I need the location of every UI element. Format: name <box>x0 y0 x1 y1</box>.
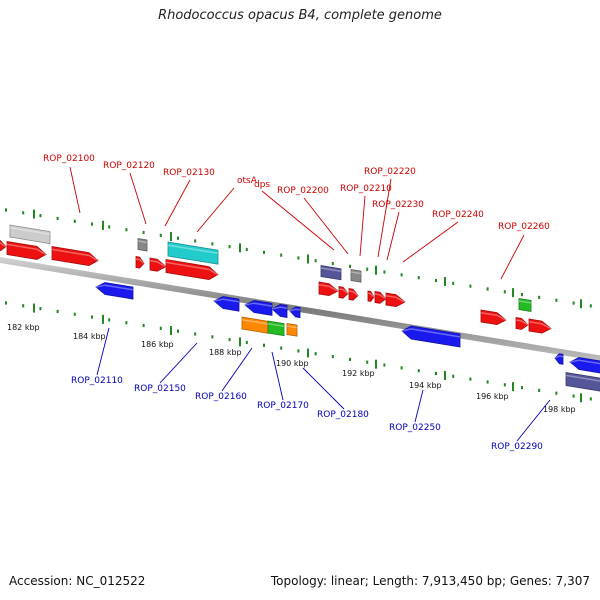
gene-feature <box>528 318 552 334</box>
gene-feature <box>135 256 145 269</box>
ruler-label-182-kbp: 182 kbp <box>7 323 40 332</box>
gene-feature <box>348 288 359 301</box>
gene-feature <box>480 309 507 326</box>
gene-label-ROP_02260: ROP_02260 <box>498 222 550 232</box>
gene-feature <box>213 296 240 312</box>
gene-feature <box>271 303 288 318</box>
leader-line <box>159 342 198 384</box>
gene-feature <box>244 300 273 316</box>
leader-line <box>302 367 345 410</box>
gene-feature <box>565 372 600 392</box>
gene-feature <box>241 316 269 334</box>
ruler-label-196-kbp: 196 kbp <box>476 392 509 401</box>
leader-line <box>69 166 81 214</box>
leader-line <box>164 179 191 227</box>
gene-feature <box>165 259 219 281</box>
accession-text: Accession: NC_012522 <box>9 574 146 588</box>
gene-label-otsA: otsA <box>237 176 258 186</box>
gene-feature <box>0 240 7 252</box>
leader-line <box>196 187 235 233</box>
gene-feature <box>401 325 461 348</box>
gene-feature <box>385 292 406 308</box>
gene-feature <box>149 257 167 272</box>
ruler-label-184-kbp: 184 kbp <box>73 332 106 341</box>
ruler-label-194-kbp: 194 kbp <box>409 381 442 390</box>
ruler-label-192-kbp: 192 kbp <box>342 369 375 378</box>
gene-label-ROP_02290: ROP_02290 <box>491 442 543 452</box>
gene-label-ROP_02150: ROP_02150 <box>134 384 186 394</box>
leader-line <box>261 190 335 251</box>
leader-line <box>377 178 392 258</box>
ruler-label-190-kbp: 190 kbp <box>276 359 309 368</box>
ruler-label-186-kbp: 186 kbp <box>141 340 174 349</box>
gene-feature <box>9 224 51 245</box>
gene-feature <box>367 290 375 302</box>
gene-label-ROP_02160: ROP_02160 <box>195 392 247 402</box>
leader-line <box>221 347 253 392</box>
gene-feature <box>51 246 99 267</box>
gene-label-ROP_02250: ROP_02250 <box>389 423 441 433</box>
leader-line <box>414 389 424 423</box>
gene-feature <box>320 265 342 281</box>
diagram-title: Rhodococcus opacus B4, complete genome <box>158 8 442 23</box>
gene-feature <box>289 306 301 319</box>
gene-feature <box>167 241 219 265</box>
gene-label-ROP_02120: ROP_02120 <box>103 161 155 171</box>
gene-feature <box>95 282 134 300</box>
gene-feature <box>515 317 529 330</box>
leader-line <box>402 221 459 263</box>
gene-label-ROP_02200: ROP_02200 <box>277 186 329 196</box>
leader-line <box>516 399 551 442</box>
ruler-label-188-kbp: 188 kbp <box>209 348 242 357</box>
gene-feature <box>318 281 339 297</box>
genome-summary-text: Topology: linear; Length: 7,913,450 bp; … <box>270 574 590 588</box>
gene-feature <box>518 298 532 312</box>
leader-line <box>386 211 400 261</box>
gene-label-ROP_02220: ROP_02220 <box>364 167 416 177</box>
leader-line <box>303 197 349 255</box>
leader-line <box>129 172 147 225</box>
leader-line <box>271 351 284 401</box>
leader-line <box>96 327 110 376</box>
gene-feature <box>338 286 349 299</box>
gene-feature <box>267 320 285 337</box>
gene-label-ROP_02170: ROP_02170 <box>257 401 309 411</box>
gene-feature <box>554 353 564 365</box>
gene-label-ROP_02210: ROP_02210 <box>340 184 392 194</box>
gene-label-ROP_02230: ROP_02230 <box>372 200 424 210</box>
gene-feature <box>6 241 47 260</box>
gene-label-ROP_02180: ROP_02180 <box>317 410 369 420</box>
gene-label-ROP_02100: ROP_02100 <box>43 154 95 164</box>
gene-label-dps: dps <box>254 180 270 190</box>
gene-feature <box>350 269 362 283</box>
gene-feature <box>569 357 600 374</box>
gene-feature <box>286 323 298 337</box>
gene-feature <box>374 291 387 304</box>
gene-label-ROP_02130: ROP_02130 <box>163 168 215 178</box>
gene-label-ROP_02110: ROP_02110 <box>71 376 123 386</box>
gene-feature <box>137 238 148 252</box>
ruler-label-198-kbp: 198 kbp <box>543 405 576 414</box>
leader-line <box>359 195 366 257</box>
gene-label-ROP_02240: ROP_02240 <box>432 210 484 220</box>
leader-line <box>500 234 525 280</box>
